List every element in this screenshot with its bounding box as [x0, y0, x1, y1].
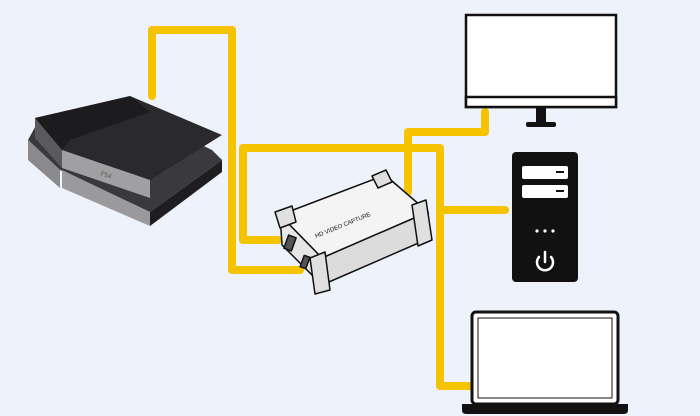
- cables: [148, 26, 509, 390]
- ps4-console: PS4: [28, 96, 222, 226]
- cable-console-to-capture: [148, 26, 304, 274]
- cable-capture-to-laptop: [239, 144, 474, 390]
- cable-capture-to-monitor: [404, 108, 489, 196]
- console-label: PS4: [99, 169, 113, 180]
- desktop-pc: [512, 152, 578, 282]
- laptop: [462, 310, 628, 414]
- power-icon: [535, 250, 555, 272]
- monitor: [464, 13, 618, 127]
- capture-card: HD VIDEO CAPTURE: [274, 169, 433, 295]
